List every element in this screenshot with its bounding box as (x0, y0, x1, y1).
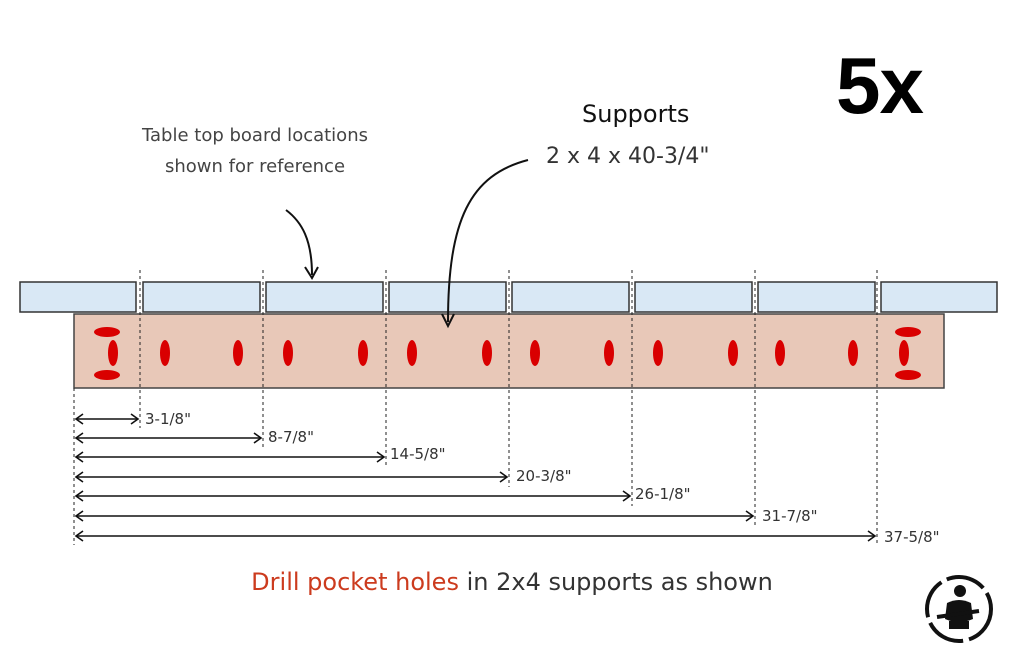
dimension-arrows (74, 413, 877, 542)
pocket-hole (775, 340, 785, 366)
pocket-holes (94, 327, 921, 380)
pocket-hole (482, 340, 492, 366)
pocket-hole (233, 340, 243, 366)
table-top-board (265, 281, 384, 313)
measurement-label: 3-1/8" (145, 410, 191, 428)
woodworker-logo-icon (925, 575, 993, 643)
pocket-hole (899, 340, 909, 366)
pocket-hole (728, 340, 738, 366)
pocket-hole (848, 340, 858, 366)
measurement-label: 14-5/8" (390, 445, 446, 463)
pocket-hole (604, 340, 614, 366)
dimension-arrow (74, 432, 263, 444)
table-top-board (634, 281, 753, 313)
table-top-board (511, 281, 630, 313)
quantity-label: 5x (836, 41, 924, 130)
dimension-arrow (74, 413, 140, 425)
table-top-boards (19, 281, 998, 313)
supports-callout-arrow (447, 159, 529, 323)
pocket-hole (283, 340, 293, 366)
footer-highlight: Drill pocket holes (251, 568, 459, 596)
pocket-hole (895, 370, 921, 380)
pocket-hole (530, 340, 540, 366)
reference-lines (73, 270, 878, 545)
pocket-hole (895, 327, 921, 337)
footer-text: in 2x4 supports as shown (458, 568, 773, 596)
supports-dimensions: 2 x 4 x 40-3/4" (546, 144, 710, 169)
note-callout-arrow (285, 209, 313, 276)
supports-callout-arrowhead (441, 313, 455, 329)
measurement-label: 20-3/8" (516, 467, 572, 485)
pocket-hole (94, 327, 120, 337)
pocket-hole (358, 340, 368, 366)
pocket-hole (407, 340, 417, 366)
note-callout-arrowhead (304, 266, 319, 280)
dimension-arrow (74, 471, 509, 483)
measurement-label: 37-5/8" (884, 528, 940, 546)
dimension-arrow (74, 490, 632, 502)
table-top-board (880, 281, 998, 313)
reference-note: Table top board locations shown for refe… (142, 125, 368, 177)
pocket-hole (108, 340, 118, 366)
pocket-hole (94, 370, 120, 380)
supports-title: Supports (582, 100, 690, 128)
table-top-board (757, 281, 876, 313)
callout-arrows (285, 159, 529, 329)
measurement-label: 26-1/8" (635, 485, 691, 503)
pocket-hole (653, 340, 663, 366)
dimension-arrow (74, 510, 755, 522)
table-top-board (142, 281, 261, 313)
dimension-arrow (74, 451, 386, 463)
pocket-hole (160, 340, 170, 366)
table-top-board (19, 281, 137, 313)
measurement-label: 31-7/8" (762, 507, 818, 525)
measurement-label: 8-7/8" (268, 428, 314, 446)
footer-instruction: Drill pocket holes in 2x4 supports as sh… (0, 568, 1024, 596)
dimension-arrow (74, 530, 877, 542)
